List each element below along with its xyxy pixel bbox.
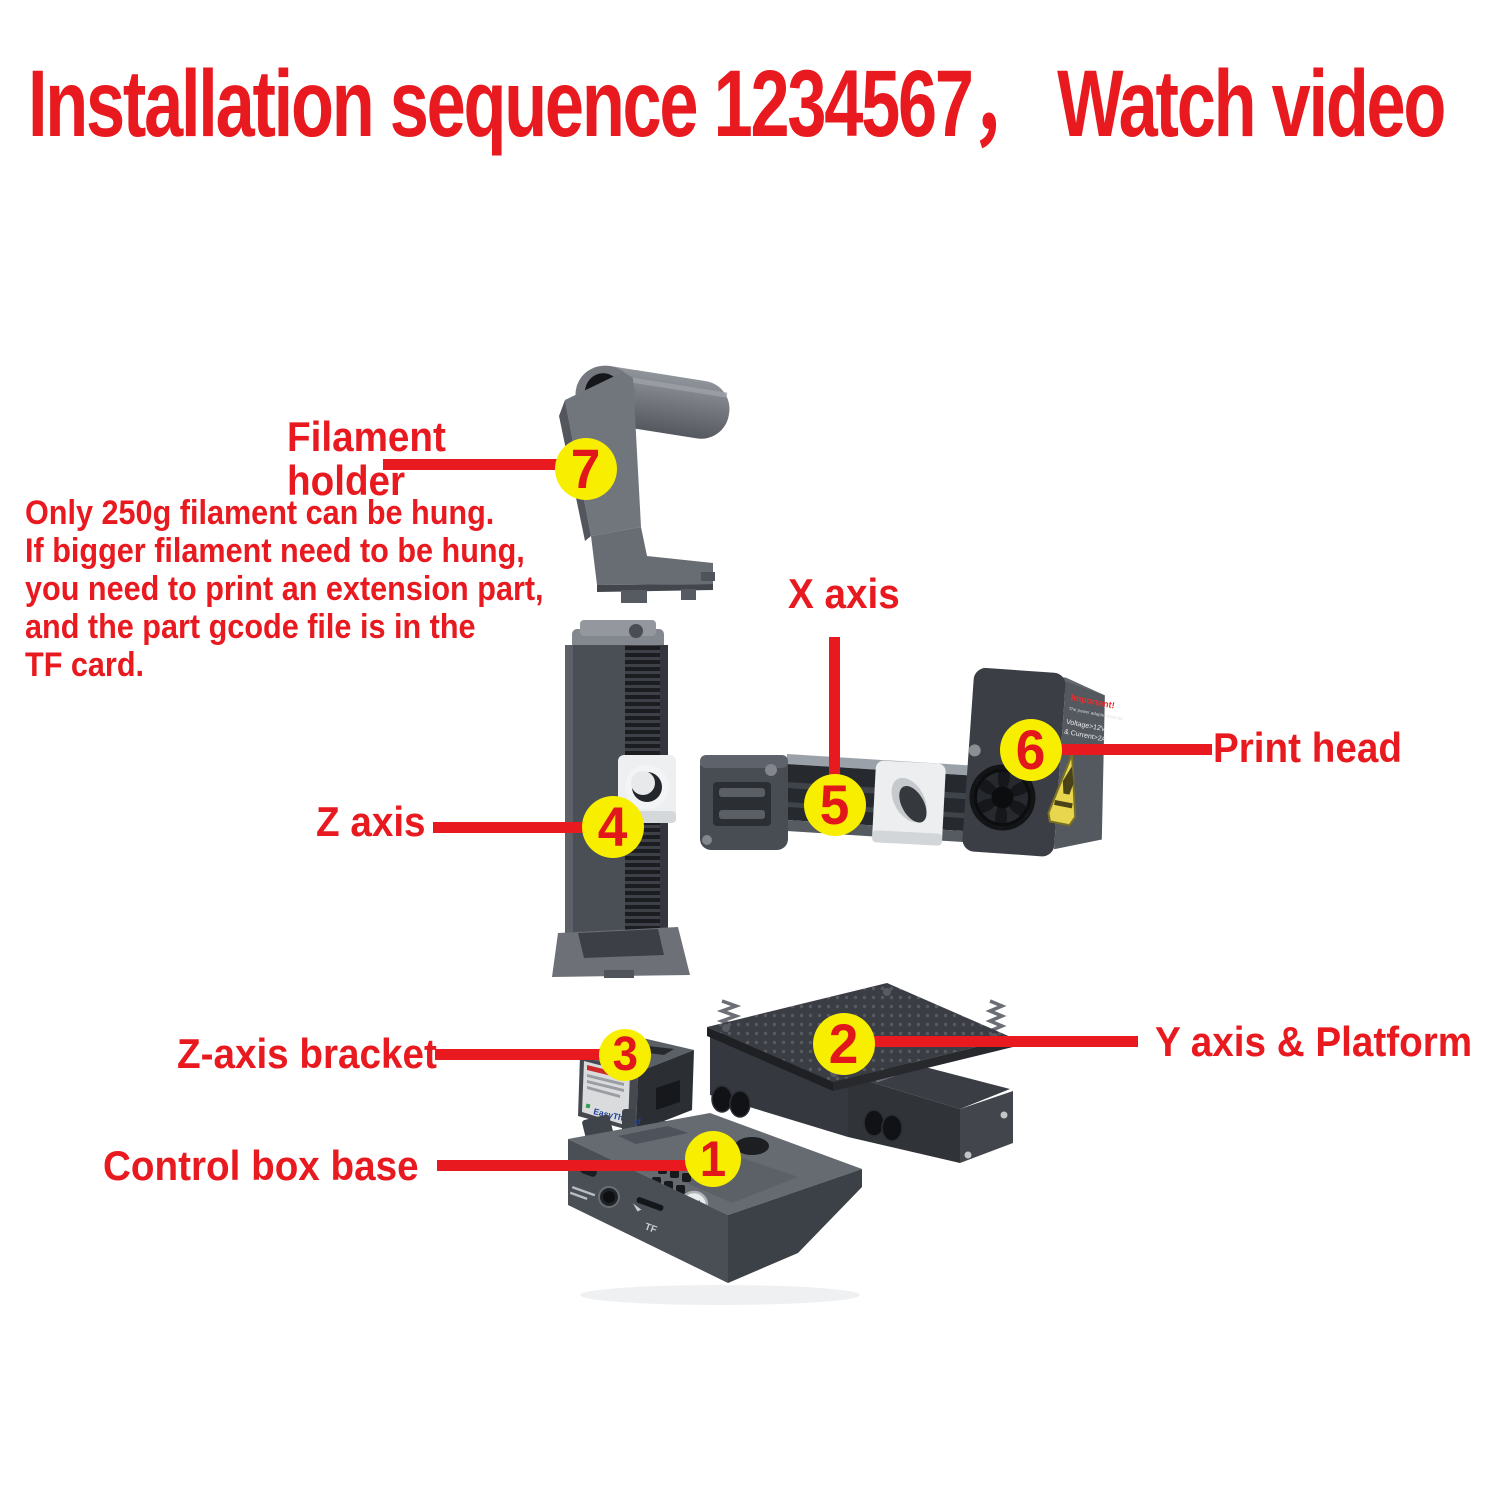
badge-7: 7	[555, 438, 617, 500]
badge-2: 2	[813, 1013, 875, 1075]
z-axis-illustration	[552, 620, 690, 978]
label-z-axis: Z axis	[316, 798, 426, 845]
badge-6: 6	[1000, 719, 1062, 781]
badge-1-number: 1	[699, 1131, 727, 1187]
part-z-axis	[552, 615, 692, 980]
note-line-2: If bigger filament need to be hung,	[25, 532, 525, 570]
tf-card-slot	[636, 1197, 664, 1211]
note-line-3: you need to print an extension part,	[25, 570, 544, 608]
note-line-5: TF card.	[25, 646, 145, 684]
label-control-box-base: Control box base	[103, 1142, 419, 1189]
fan-icon	[969, 764, 1036, 831]
part-print-head: Important! The power adapter must be Vol…	[960, 663, 1124, 863]
note-line-1: Only 250g filament can be hung.	[25, 494, 495, 532]
badge-4-number: 4	[598, 795, 628, 858]
leader-z-axis-bracket	[435, 1049, 607, 1060]
leveling-knobs	[711, 1085, 903, 1142]
port-text-lines	[569, 1185, 596, 1200]
page-title: Installation sequence 1234567， Watch vid…	[28, 51, 1446, 157]
badge-2-number: 2	[829, 1012, 859, 1075]
label-x-axis: X axis	[788, 570, 900, 617]
power-jack	[598, 1186, 620, 1208]
badge-7-number: 7	[571, 437, 601, 500]
tf-label: TF	[643, 1221, 658, 1236]
note-line-4: and the part gcode file is in the	[25, 608, 476, 646]
badge-5: 5	[804, 774, 866, 836]
badge-3: 3	[599, 1029, 651, 1081]
warning-triangle-icon	[1047, 754, 1077, 827]
leader-control-box-base	[437, 1160, 689, 1171]
x-carriage	[872, 760, 946, 846]
badge-5-number: 5	[820, 773, 850, 836]
badge-6-number: 6	[1016, 718, 1046, 781]
filament-note: Only 250g filament can be hung. If bigge…	[25, 494, 544, 684]
badge-4: 4	[582, 796, 644, 858]
label-y-axis-platform: Y axis & Platform	[1155, 1018, 1473, 1065]
leader-filament-holder	[383, 459, 560, 470]
leader-x-axis	[829, 637, 840, 779]
label-filament-holder-line1: Filament	[287, 413, 446, 460]
badge-3-number: 3	[612, 1028, 638, 1081]
label-z-axis-bracket: Z-axis bracket	[177, 1030, 437, 1077]
leader-print-head	[1060, 744, 1212, 755]
leader-z-axis	[433, 822, 588, 833]
badge-1: 1	[685, 1131, 741, 1187]
leader-y-axis-platform	[870, 1036, 1138, 1047]
label-print-head: Print head	[1213, 724, 1402, 771]
print-head-illustration: Important! The power adapter must be Vol…	[962, 667, 1124, 857]
